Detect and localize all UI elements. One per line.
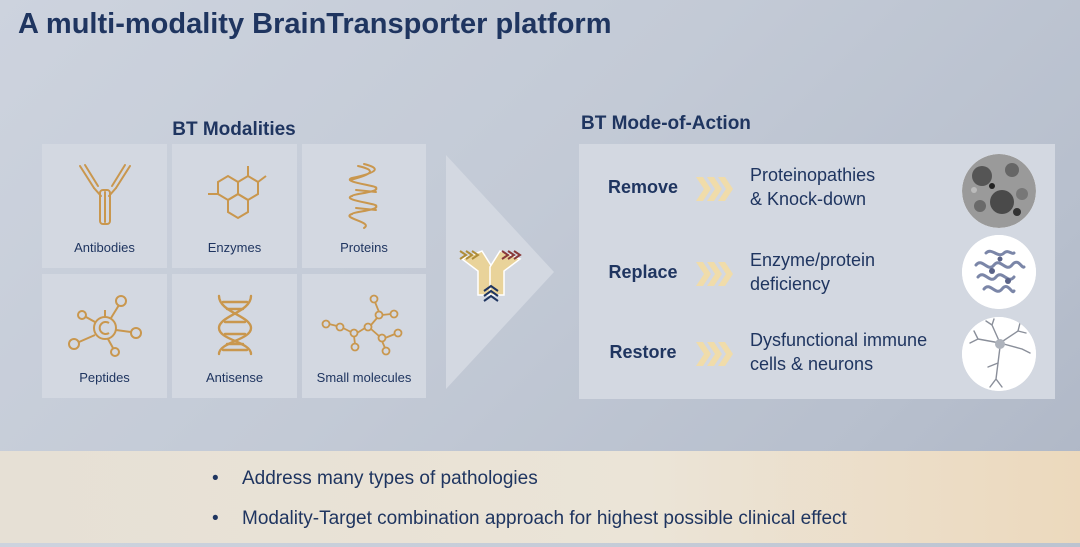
peptide-molecule-icon — [67, 295, 142, 357]
dna-double-helix-icon — [217, 294, 252, 356]
brain-transporter-icon — [459, 250, 522, 302]
neuron-image — [962, 317, 1036, 391]
moa-verb: Replace — [608, 262, 678, 282]
moa-panel: Remove Proteinopathies & Knock-down Repl… — [579, 144, 1055, 399]
moa-row-replace: Replace Enzyme/protein deficiency — [579, 232, 1055, 312]
summary-band: Address many types of pathologies Modali… — [0, 451, 1080, 543]
protein-structure-image — [962, 235, 1036, 309]
modality-label: Peptides — [79, 370, 130, 385]
modality-label: Proteins — [340, 240, 388, 255]
modalities-title: BT Modalities — [172, 119, 296, 140]
modality-antibodies: Antibodies — [42, 144, 167, 268]
modality-small-molecules: Small molecules — [302, 274, 426, 398]
moa-row-restore: Restore Dysfunctional immune cells & neu… — [579, 314, 1055, 394]
moa-verb: Restore — [609, 342, 677, 362]
bullet-item: Address many types of pathologies — [212, 467, 847, 507]
modality-antisense: Antisense — [172, 274, 297, 398]
moa-description: Dysfunctional immune cells & neurons — [750, 330, 928, 374]
chevron-right-icon — [696, 342, 733, 366]
antibody-icon — [78, 164, 131, 225]
chevron-right-icon — [696, 262, 733, 286]
chevron-right-icon — [696, 177, 733, 201]
modality-label: Antisense — [205, 370, 264, 385]
modality-proteins: Proteins — [302, 144, 426, 268]
modality-label: Enzymes — [207, 240, 262, 255]
moa-description: Proteinopathies & Knock-down — [750, 165, 876, 209]
enzyme-hexagon-icon — [207, 166, 267, 220]
moa-verb: Remove — [607, 177, 679, 197]
brain-tissue-image — [962, 154, 1036, 228]
bullet-item: Modality-Target combination approach for… — [212, 507, 847, 547]
small-molecule-icon — [321, 294, 403, 356]
moa-row-remove: Remove Proteinopathies & Knock-down — [579, 147, 1055, 228]
modality-label: Antibodies — [74, 240, 135, 255]
moa-title: BT Mode-of-Action — [581, 113, 751, 134]
summary-bullets: Address many types of pathologies Modali… — [212, 467, 847, 547]
modality-peptides: Peptides — [42, 274, 167, 398]
moa-description: Enzyme/protein deficiency — [750, 250, 876, 294]
modalities-grid: Antibodies Enzymes Proteins — [42, 144, 426, 399]
modality-enzymes: Enzymes — [172, 144, 297, 268]
transport-arrow — [446, 155, 554, 389]
page-title: A multi-modality BrainTransporter platfo… — [18, 8, 612, 40]
protein-helix-icon — [348, 163, 378, 229]
modality-label: Small molecules — [316, 370, 412, 385]
